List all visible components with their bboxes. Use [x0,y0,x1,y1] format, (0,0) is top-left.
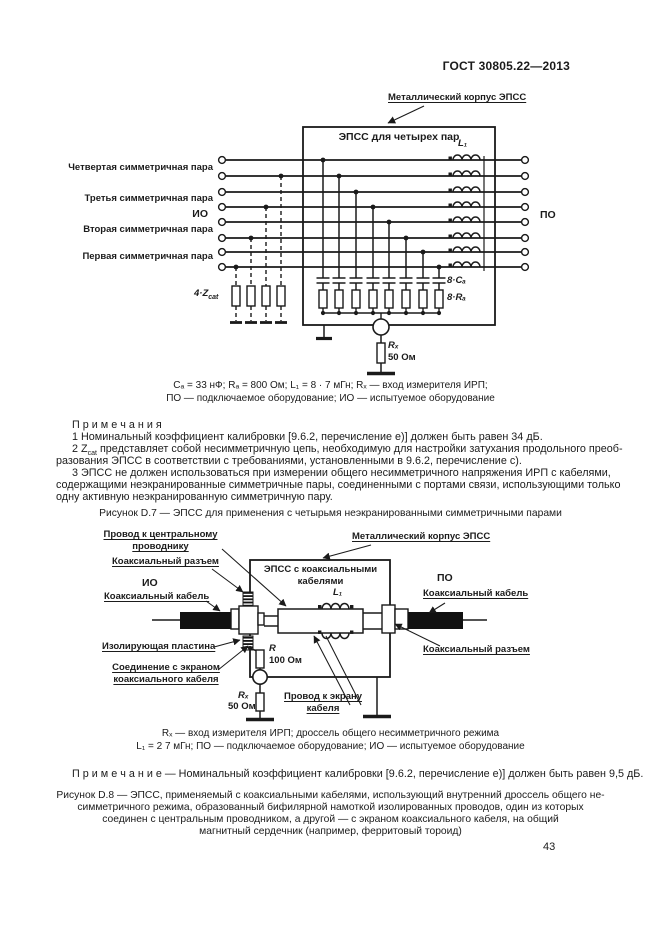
d8-frame-label: Металлический корпус ЭПСС [352,531,491,542]
d8-caption-line2: L₁ = 2 7 мГн; ПО — подключаемое оборудов… [136,741,525,752]
rx-branch [367,335,395,376]
d7-rx-label: Rₓ [388,340,399,351]
leader-shield-wire-2 [325,635,362,706]
feedthrough-stud-top [242,591,254,607]
shield-branch [246,647,274,722]
d8-title-line2: симметричного режима, образованный бифил… [77,802,584,813]
leader-lines-d8 [205,544,446,706]
rc-branches [322,160,440,278]
d8-title-line3: соединен с центральным проводником, а др… [102,814,559,825]
leader-right-connector [394,623,441,647]
d8-center-wire-label: Провод к центральному проводнику [103,529,218,552]
zcal-branches [235,176,282,321]
d7-box-title: ЭПСС для четырех пар [338,131,460,143]
d8-insulating-plate-label: Изолирующая пластина [102,641,216,652]
leader-left-connector [211,568,244,593]
wire-terminals [217,155,530,272]
enclosure-ground [316,325,332,341]
d8-r-label: R [269,643,276,654]
d8-note: П р и м е ч а н и е — Номинальный коэффи… [72,768,644,780]
d7-frame-label: Металлический корпус ЭПСС [388,92,527,103]
junction-dots [320,157,442,316]
d7-pair3-label: Третья симметричная пара [84,193,213,204]
d7-pair4-label: Четвертая симметричная пара [68,162,213,173]
leader-insulating-plate [213,638,241,648]
leader-center-wire [221,548,287,607]
page-number: 43 [543,841,556,853]
leader-left-cable [205,600,221,612]
d8-box-title: ЭПСС с коаксиальными кабелями [263,564,378,587]
d7-l1-label: L₁ [458,138,468,149]
figure-d7-diagram [217,105,530,376]
leader-right-cable [428,602,446,614]
d8-right-connector-label: Коаксиальный разъем [423,644,530,655]
d7-note2-line1: 2 Zcat представляет собой несимметричную… [72,443,623,458]
d7-cap-bank-label: 8·Cₐ [447,275,466,286]
left-coax-cable [180,612,231,629]
d8-r-value: 100 Ом [269,655,302,666]
d8-right-cable-label: Коаксиальный кабель [423,588,529,599]
d7-note2-line2: разования ЭПСС в соответствии с требован… [56,455,522,467]
zcal-resistors [231,285,286,307]
d8-left-cable-label: Коаксиальный кабель [104,591,210,602]
d8-title-line4: магнитный сердечник (например, ферритовы… [199,826,462,837]
d8-shield-connection-label: Соединение с экраном коаксиального кабел… [112,662,220,685]
epss-enclosure-box [302,126,496,326]
zcal-tap-dots [233,173,284,270]
d8-caption-line1: Rₓ — вход измерителя ИРП; дроссель общег… [161,728,500,739]
d7-note3-line3: одну активную неэкранированную симметрич… [56,491,333,503]
d7-note3-line1: 3 ЭПСС не должен использоваться при изме… [72,467,611,479]
d7-res-bank-label: 8·Rₐ [447,292,466,303]
d8-rx-value: 50 Ом [228,701,256,712]
d7-note3-line2: содержащими неэкранированные симметричны… [56,479,621,491]
d8-io-label: ИО [142,577,158,589]
page-header: ГОСТ 30805.22—2013 [442,59,570,73]
d8-left-connector-label: Коаксиальный разъем [112,556,219,567]
leader-shield-wire [313,635,351,706]
d8-title-line1: Рисунок D.8 — ЭПСС, применяемый с коакси… [56,790,605,801]
winding-dots-d8 [318,605,354,634]
d7-caption-line2: ПО — подключаемое оборудование; ИО — исп… [166,393,495,404]
choke-inductors [452,154,485,271]
d7-caption-line1: Cₐ = 33 нФ; Rₐ = 800 Ом; L₁ = 8 · 7 мГн;… [173,380,488,391]
d8-l1-label: L₁ [333,587,343,598]
d7-zcal-label: 4·Zcat [194,288,219,301]
capacitors [316,277,446,290]
d7-pair2-label: Вторая симметричная пара [83,224,213,235]
resistors-8ra [318,289,444,309]
d7-note1: 1 Номинальный коэффициент калибровки [9.… [72,431,543,443]
measuring-port-circle [372,318,390,336]
left-coax-connector [230,605,265,635]
d8-shield-wire-label: Провод к экрану кабеля [284,691,362,714]
choke-body [264,602,382,640]
d8-po-label: ПО [437,572,453,584]
figure-d8-diagram [152,544,487,722]
winding-dots [448,156,452,267]
right-coax-cable [408,612,463,629]
shield-junction-dot [248,646,252,650]
d8-rx-label: Rₓ [238,690,249,701]
d7-rx-value: 50 Ом [388,352,416,363]
d7-notes-heading: П р и м е ч а н и я [72,419,162,431]
d7-pair1-label: Первая симметричная пара [82,251,213,262]
frame-label-leader [387,105,425,124]
d7-figure-title: Рисунок D.7 — ЭПСС для применения с четы… [99,508,562,519]
leader-frame-d8 [322,544,372,560]
enclosure-ground-d8 [363,677,391,719]
d7-po-label: ПО [540,209,556,221]
leader-shield-connection [217,645,249,671]
d7-io-label: ИО [192,208,208,220]
